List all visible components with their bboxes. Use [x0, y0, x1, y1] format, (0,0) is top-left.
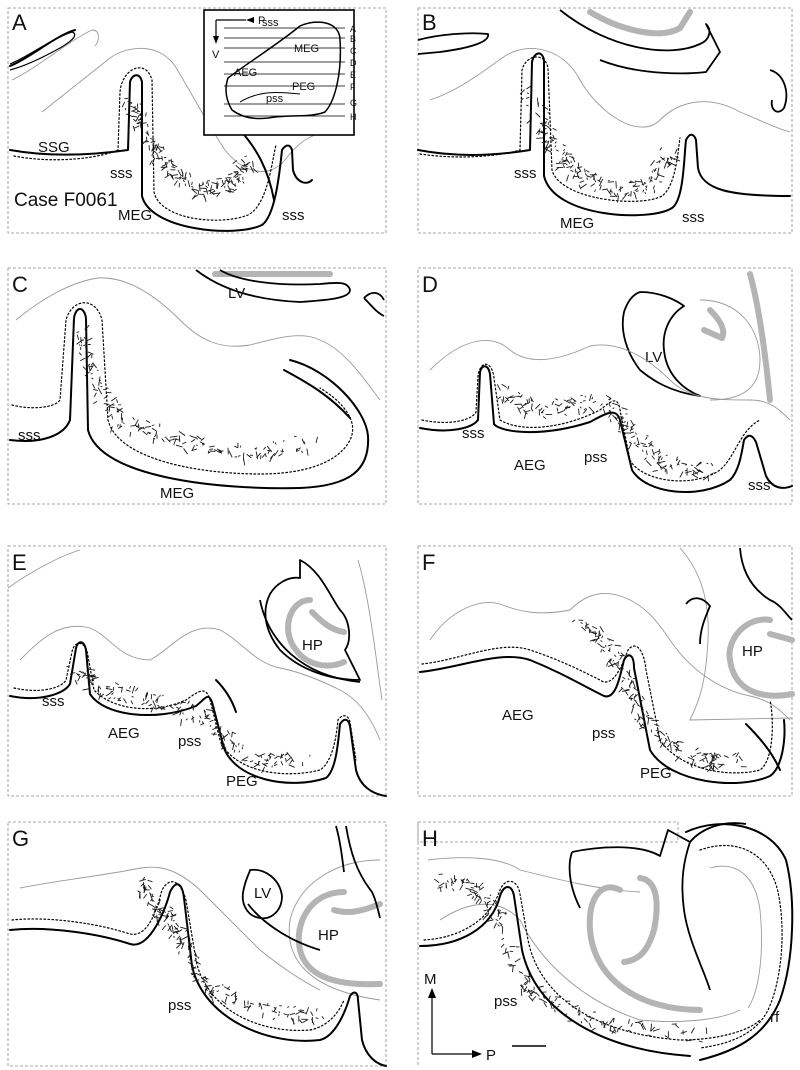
panel-C-label-lv: LV	[228, 285, 245, 302]
inset-level-d: D	[350, 58, 357, 68]
panel-H-cell-labels	[434, 873, 708, 1043]
panel-D-label-aeg: AEG	[514, 457, 546, 474]
panel-A-label-sss-2: sss	[282, 207, 305, 224]
panel-B-label-sss-2: sss	[682, 209, 705, 226]
panel-H: H pss rf M P	[417, 821, 794, 1066]
labeled-cells	[76, 324, 318, 466]
panel-G: LV HP G pss	[7, 821, 387, 1067]
panel-E-label-aeg: AEG	[108, 725, 140, 742]
panel-A-label-ssg: SSG	[38, 139, 70, 156]
labeled-cells	[121, 97, 258, 202]
inset-label-meg: MEG	[294, 43, 319, 55]
orientation-medial: M	[424, 971, 437, 988]
inset-label-peg: PEG	[292, 81, 315, 93]
panel-A-letter: A	[12, 10, 27, 35]
panel-A-label-sss-1: sss	[110, 165, 133, 182]
inset-level-c: C	[350, 46, 357, 56]
panel-C-cell-labels	[76, 324, 318, 466]
panel-F: HP F AEG pss PEG	[417, 545, 795, 797]
inset-axis-ventral: V	[212, 49, 220, 61]
orientation-inset: P V sss MEG AEG PEG pss A B C D E F G H	[203, 9, 357, 136]
panel-F-label-pss: pss	[592, 725, 615, 742]
panel-F-label-hp: HP	[742, 643, 763, 660]
panel-C: C LV sss MEG	[7, 267, 387, 505]
panel-E-label-hp: HP	[302, 637, 323, 654]
panel-F-label-aeg: AEG	[502, 707, 534, 724]
panel-F-cell-labels	[572, 619, 747, 772]
inset-label-pss: pss	[266, 93, 284, 105]
panel-F-label-peg: PEG	[640, 765, 672, 782]
panel-D-label-lv: LV	[645, 349, 662, 366]
panel-E-letter: E	[12, 550, 27, 575]
panel-E-label-sss: sss	[42, 693, 65, 710]
orientation-arrows: M P	[424, 971, 496, 1064]
panel-E-label-pss: pss	[178, 733, 201, 750]
panel-B-cell-labels	[519, 85, 681, 203]
panel-E-cell-labels	[66, 665, 311, 774]
inset-level-h: H	[350, 112, 357, 122]
panel-B-label-sss-1: sss	[514, 165, 537, 182]
panel-A-label-meg: MEG	[118, 207, 152, 224]
labeled-cells	[519, 85, 681, 203]
panel-H-label-pss: pss	[494, 993, 517, 1010]
panel-E-label-peg: PEG	[226, 773, 258, 790]
panel-F-letter: F	[422, 550, 435, 575]
panel-G-letter: G	[12, 826, 29, 851]
labeled-cells	[66, 665, 311, 774]
panel-G-label-hp: HP	[318, 927, 339, 944]
inset-level-e: E	[350, 70, 356, 80]
orientation-posterior: P	[486, 1047, 496, 1064]
panel-D-label-sss-1: sss	[462, 425, 485, 442]
panel-D-letter: D	[422, 272, 438, 297]
panel-C-label-meg: MEG	[160, 485, 194, 502]
inset-level-a: A	[350, 24, 356, 34]
labeled-cells	[434, 873, 708, 1043]
panel-E: HP E sss AEG pss PEG	[7, 545, 387, 797]
panel-B-letter: B	[422, 10, 437, 35]
labeled-cells	[137, 876, 325, 1026]
panel-C-letter: C	[12, 272, 28, 297]
panel-H-letter: H	[422, 826, 438, 851]
inset-level-b: B	[350, 34, 356, 44]
panel-A: A SSG sss MEG sss Case F0061 P V sss MEG…	[7, 7, 387, 234]
panel-B: B sss MEG sss	[417, 7, 793, 234]
panel-D-label-sss-2: sss	[748, 477, 771, 494]
panel-D: LV D sss AEG pss sss	[417, 267, 793, 505]
panel-A-cell-labels	[121, 97, 258, 202]
panel-D-label-pss: pss	[584, 449, 607, 466]
labeled-cells	[496, 383, 714, 482]
inset-level-g: G	[350, 98, 357, 108]
inset-level-f: F	[350, 82, 356, 92]
panel-G-cell-labels	[137, 876, 325, 1026]
case-label: Case F0061	[14, 190, 118, 211]
panel-B-label-meg: MEG	[560, 215, 594, 232]
panel-G-label-pss: pss	[168, 997, 191, 1014]
panel-D-cell-labels	[496, 383, 714, 482]
panel-H-label-rf: rf	[770, 1009, 780, 1026]
panel-G-label-lv: LV	[254, 885, 271, 902]
labeled-cells	[572, 619, 747, 772]
panel-C-label-sss: sss	[18, 427, 41, 444]
inset-label-aeg: AEG	[234, 67, 257, 79]
inset-label-sss: sss	[262, 17, 279, 29]
inset-axis-posterior: P	[258, 15, 265, 27]
